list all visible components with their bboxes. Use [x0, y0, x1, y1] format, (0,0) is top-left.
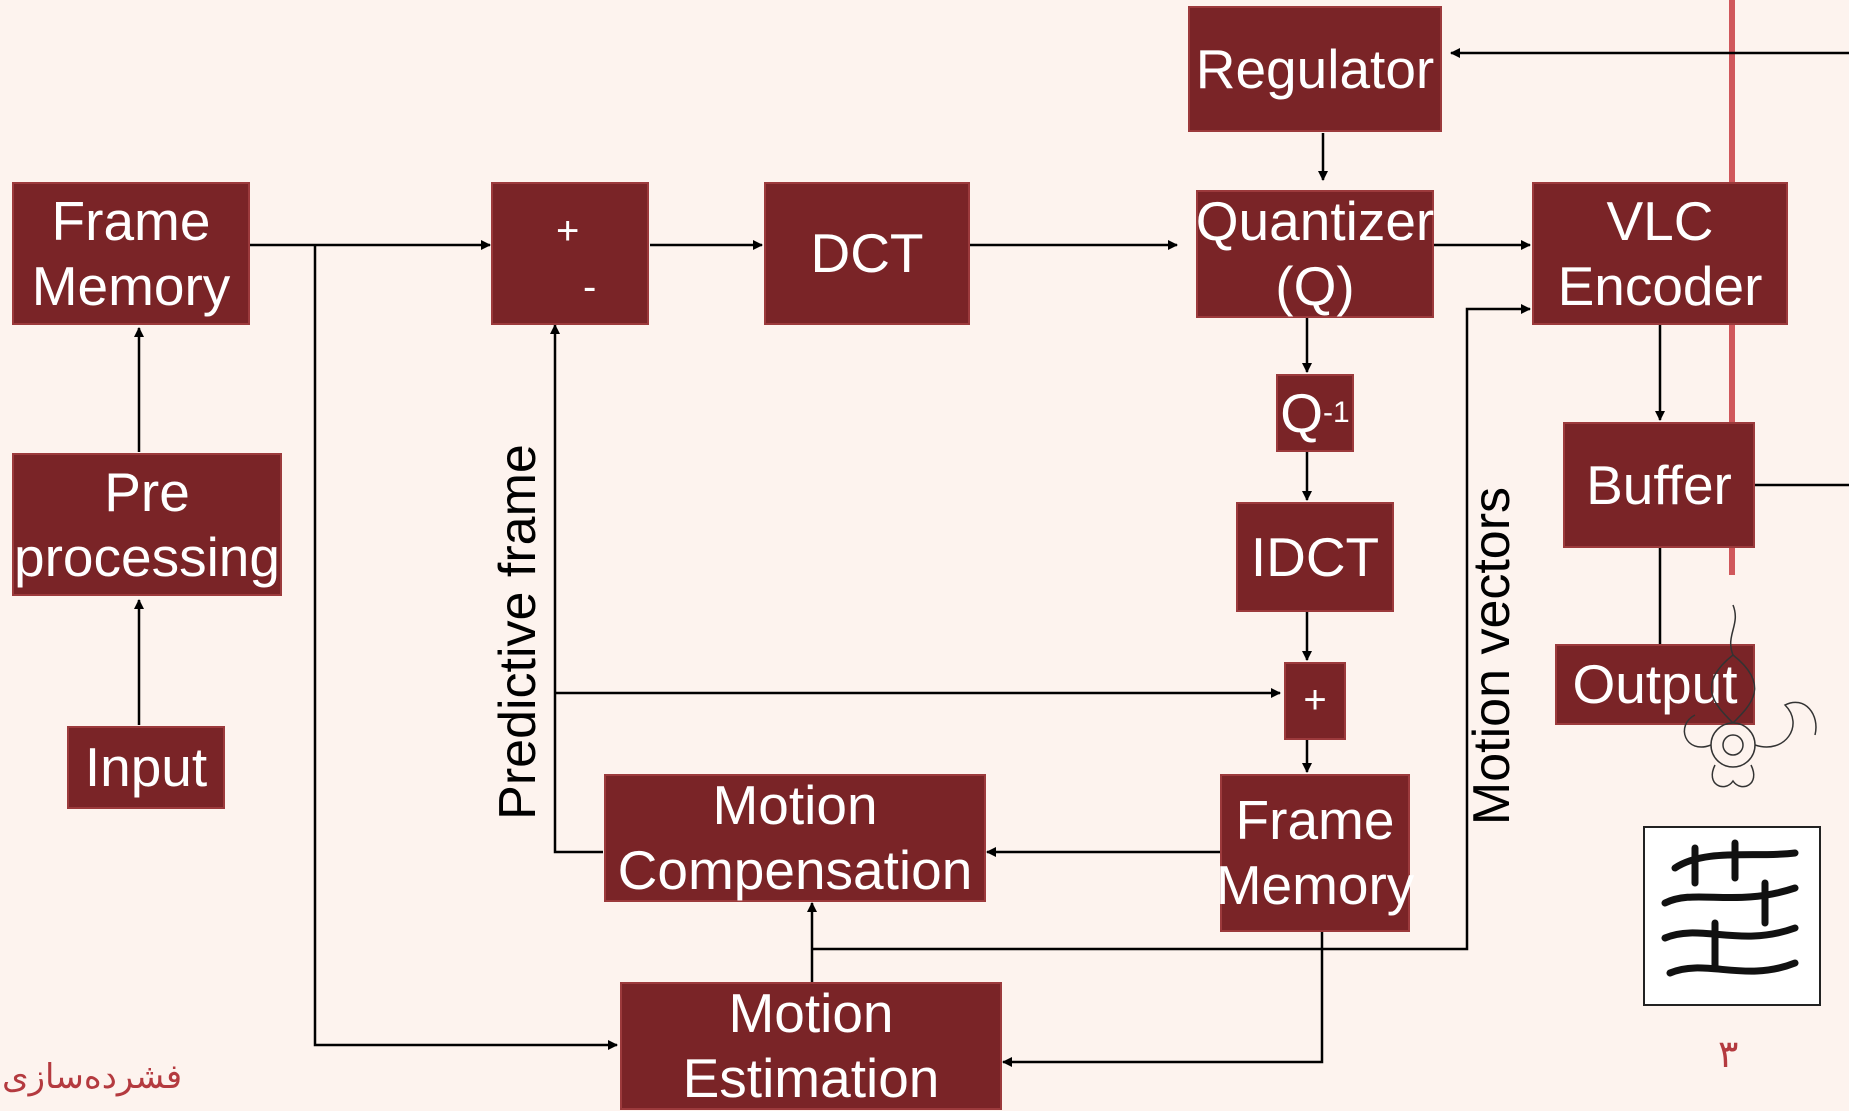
idct-block: IDCT: [1236, 502, 1394, 612]
motion-compensation-block: Motion Compensation: [604, 774, 986, 902]
vlc-encoder-block: VLC Encoder: [1532, 182, 1788, 325]
regulator-block: Regulator: [1188, 6, 1442, 132]
minus-sign: -: [583, 265, 597, 309]
quantizer-block: Quantizer (Q): [1195, 190, 1435, 318]
logo-calligraphy-icon: [1661, 839, 1799, 977]
plus-sign: +: [556, 209, 580, 253]
predictive-frame-to-sum-arrow: [550, 324, 603, 854]
page-number: ۳: [1718, 1034, 1739, 1076]
decorative-ornament: [1683, 604, 1817, 788]
frame-memory-right-block: Frame Memory: [1216, 774, 1414, 932]
inverse-quantizer-superscript: -1: [1323, 396, 1350, 430]
buffer-block: Buffer: [1563, 422, 1755, 548]
dct-block: DCT: [764, 182, 970, 325]
motion-vectors-label: Motion vectors: [1463, 486, 1521, 826]
frame-memory-to-me-arrow: [1002, 932, 1324, 1067]
summing-junction-block: + -: [491, 182, 649, 325]
university-logo: [1643, 826, 1821, 1006]
frame-memory-left-block: Frame Memory: [12, 182, 250, 325]
inverse-quantizer-block: Q-1: [1276, 374, 1354, 452]
frame-to-motion-estimation-arrow: [313, 245, 618, 1050]
adder-block: +: [1284, 662, 1346, 740]
footer-title: فشرده‌سازی: [2, 1058, 183, 1096]
motion-vectors-arrow: [812, 304, 1531, 951]
pre-processing-block: Pre processing: [12, 453, 282, 596]
predictive-frame-label: Predictive frame: [489, 444, 547, 820]
input-block: Input: [67, 726, 225, 809]
output-block: Output: [1555, 644, 1755, 725]
inverse-quantizer-label: Q: [1280, 381, 1324, 444]
motion-estimation-block: Motion Estimation: [620, 982, 1002, 1110]
